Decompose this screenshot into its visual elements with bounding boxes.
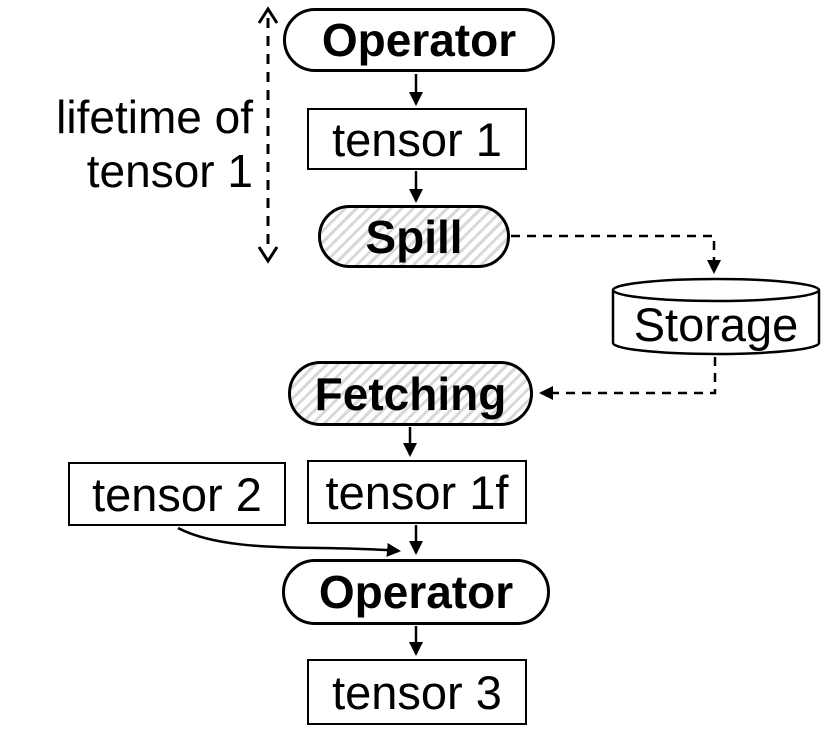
node-tensor-1: tensor 1 [307, 108, 527, 170]
node-tensor-3-label: tensor 3 [332, 665, 502, 719]
node-operator-bottom: Operator [282, 559, 550, 625]
node-fetching-label: Fetching [314, 367, 507, 420]
node-tensor-2-label: tensor 2 [92, 467, 262, 521]
node-operator-bottom-label: Operator [318, 566, 514, 618]
node-tensor-1-label: tensor 1 [332, 112, 502, 166]
node-storage-label: Storage [633, 298, 799, 351]
node-tensor-3: tensor 3 [307, 659, 527, 725]
node-operator-top: Operator [283, 8, 555, 72]
node-fetching: Fetching [288, 361, 533, 426]
node-tensor-1f-label: tensor 1f [325, 465, 509, 519]
edge-storage-to-fetching [539, 357, 717, 400]
lifetime-annotation: lifetime of tensor 1 [20, 90, 253, 198]
node-tensor-1f: tensor 1f [307, 460, 527, 524]
lifetime-annotation-line2: tensor 1 [86, 145, 253, 197]
lifetime-annotation-line1: lifetime of [56, 91, 253, 143]
node-storage: Storage [611, 277, 821, 358]
edge-spill-to-storage [511, 234, 721, 274]
lifetime-span-arrow [257, 6, 279, 264]
node-spill: Spill [318, 205, 510, 268]
storage-cylinder-icon [611, 277, 821, 356]
node-tensor-2: tensor 2 [68, 462, 286, 526]
node-spill-label: Spill [365, 210, 463, 263]
edge-tensor-2-to-operator-bottom [177, 526, 401, 557]
node-operator-top-label: Operator [321, 14, 517, 66]
